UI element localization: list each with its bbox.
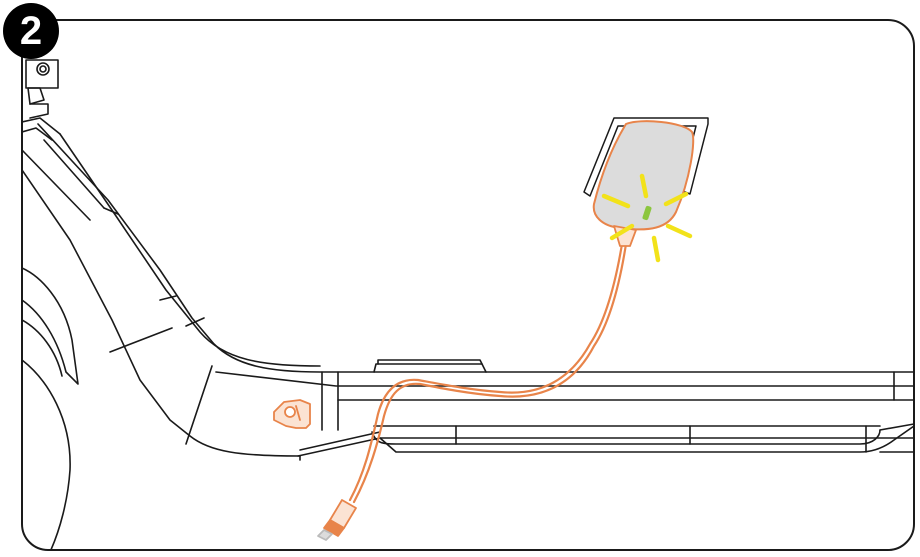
plug bbox=[317, 499, 357, 541]
charging-cable bbox=[348, 242, 628, 504]
step-number: 2 bbox=[19, 9, 43, 53]
illustration-panel bbox=[21, 19, 915, 551]
step-number-badge: 2 bbox=[3, 3, 59, 59]
indicator-glow bbox=[601, 173, 693, 263]
front-fender bbox=[22, 267, 79, 550]
charging-port bbox=[273, 399, 311, 429]
scooter-stem bbox=[22, 59, 914, 457]
